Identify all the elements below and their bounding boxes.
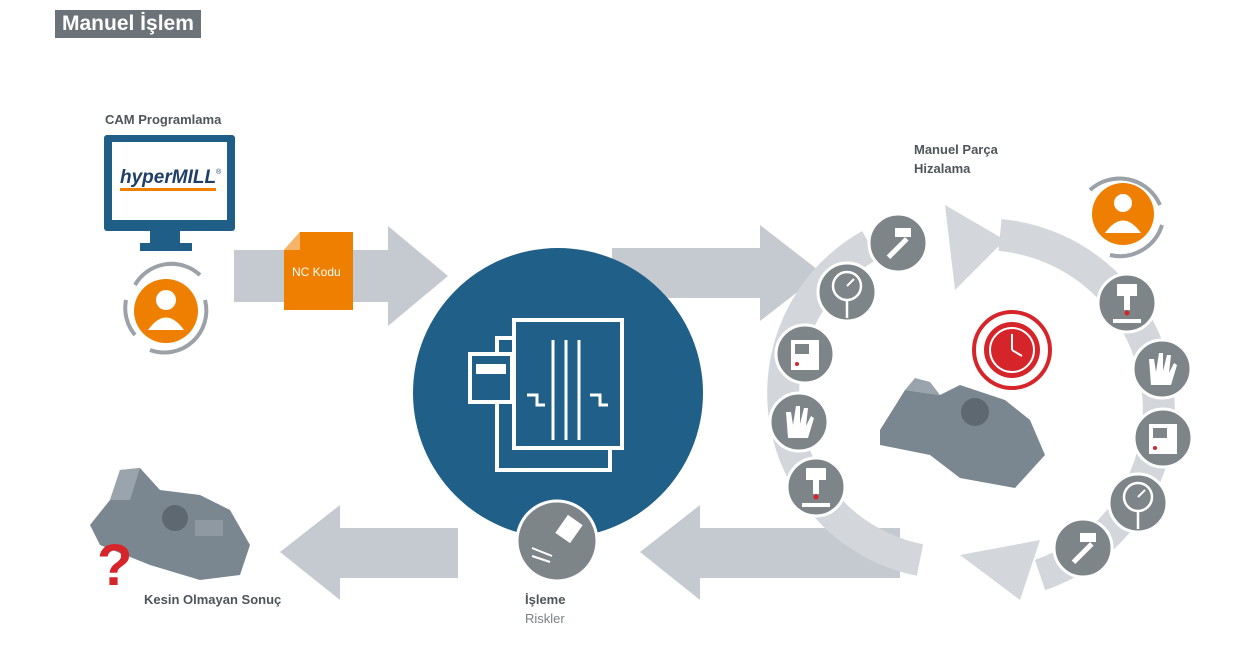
gauge-icon [1107,472,1169,534]
operator-icon [123,261,209,355]
nc-document-icon: NC Kodu [284,232,353,310]
hammer-icon [1052,517,1114,579]
hammer-icon [867,212,929,274]
result-label: Kesin Olmayan Sonuç [144,592,282,607]
clock-icon [972,310,1052,390]
machining-label: İşleme [525,592,566,607]
hand-icon [768,391,830,453]
control-panel-icon [774,323,836,385]
control-panel-icon [1132,407,1194,469]
gauge-icon [816,261,878,323]
hypermill-logo: hyperMILL [120,167,216,188]
workpiece-icon [880,378,1045,488]
arrow-to-result [280,505,458,600]
question-mark: ? [97,533,132,598]
svg-text:®: ® [216,168,222,176]
monitor-icon: hyperMILL ® [104,135,235,251]
page-title: Manuel İşlem [55,10,201,38]
machine-controller-icon [413,248,703,538]
nc-code-label: NC Kodu [292,265,341,279]
probe-icon [1096,272,1158,334]
workpiece-icon [90,468,250,580]
hand-icon [1131,338,1193,400]
alignment-label-line2: Hizalama [914,161,971,176]
cam-programming-label: CAM Programlama [105,112,222,127]
risks-label: Riskler [525,611,565,626]
probe-icon [785,456,847,518]
spindle-icon [515,499,599,583]
question-icon: ? [97,533,132,598]
alignment-label-line1: Manuel Parça [914,142,998,157]
operator-icon [1088,176,1164,259]
